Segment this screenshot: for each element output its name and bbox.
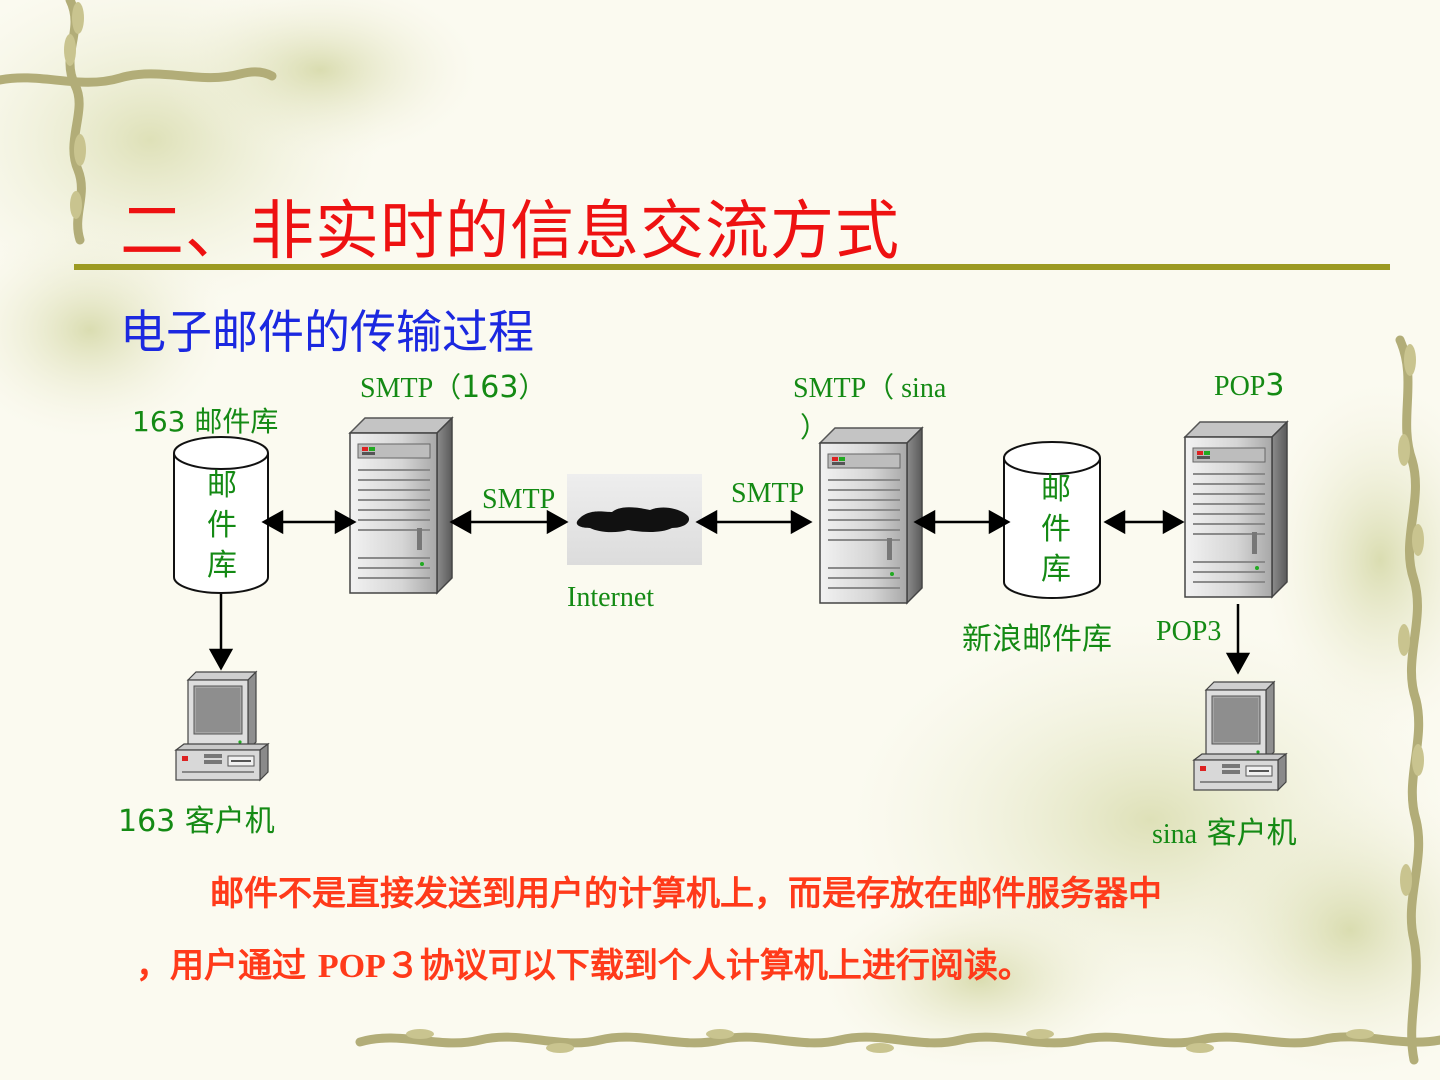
note-line-2: ，用户通过 POP３协议可以下载到个人计算机上进行阅读。 bbox=[136, 946, 1032, 986]
client-163-label: 163 客户机 bbox=[118, 804, 275, 839]
db-163-chars: 邮 件 库 bbox=[207, 468, 237, 583]
smtp-sina-label-close: ） bbox=[800, 413, 829, 444]
smtp-163-label: SMTP（163） bbox=[360, 370, 547, 405]
mailstore-163-cylinder bbox=[173, 436, 269, 594]
arrow-internet-smtpsina bbox=[695, 509, 813, 535]
arrow-dbsina-pop3 bbox=[1103, 509, 1185, 535]
arrow-db163-smtp163 bbox=[261, 509, 357, 535]
arrow-smtp163-internet bbox=[449, 509, 569, 535]
internet-cloud bbox=[567, 474, 702, 565]
internet-label: Internet bbox=[567, 582, 655, 613]
mailstore-163-label: 163 邮件库 bbox=[132, 405, 279, 438]
pop3-bottom-label: POP3 bbox=[1156, 616, 1222, 647]
db-sina-chars: 邮 件 库 bbox=[1041, 472, 1071, 587]
smtp-sina-server bbox=[819, 427, 923, 604]
page-subtitle: 电子邮件的传输过程 bbox=[120, 305, 534, 359]
client-sina-label: sina 客户机 bbox=[1152, 816, 1297, 851]
note-line-1: 邮件不是直接发送到用户的计算机上，而是存放在邮件服务器中 bbox=[210, 874, 1162, 914]
pop3-top-label: POP3 bbox=[1214, 368, 1285, 403]
smtp-163-server bbox=[349, 417, 453, 594]
arrow-pop3-client bbox=[1225, 604, 1251, 675]
smtp-link-right-label: SMTP bbox=[731, 478, 805, 509]
mailstore-sina-cylinder bbox=[1003, 441, 1101, 599]
smtp-sina-label: SMTP（ sina bbox=[793, 373, 947, 404]
smtp-link-left-label: SMTP bbox=[482, 484, 556, 515]
client-163-pc bbox=[175, 671, 269, 781]
arrow-smtpsina-dbsina bbox=[913, 509, 1011, 535]
pop3-server bbox=[1184, 421, 1288, 598]
title-divider bbox=[74, 264, 1390, 270]
client-sina-pc bbox=[1193, 681, 1287, 791]
sina-mailstore-label: 新浪邮件库 bbox=[962, 622, 1112, 657]
arrow-db163-client bbox=[208, 594, 234, 671]
page-title: 二、非实时的信息交流方式 bbox=[120, 195, 900, 269]
